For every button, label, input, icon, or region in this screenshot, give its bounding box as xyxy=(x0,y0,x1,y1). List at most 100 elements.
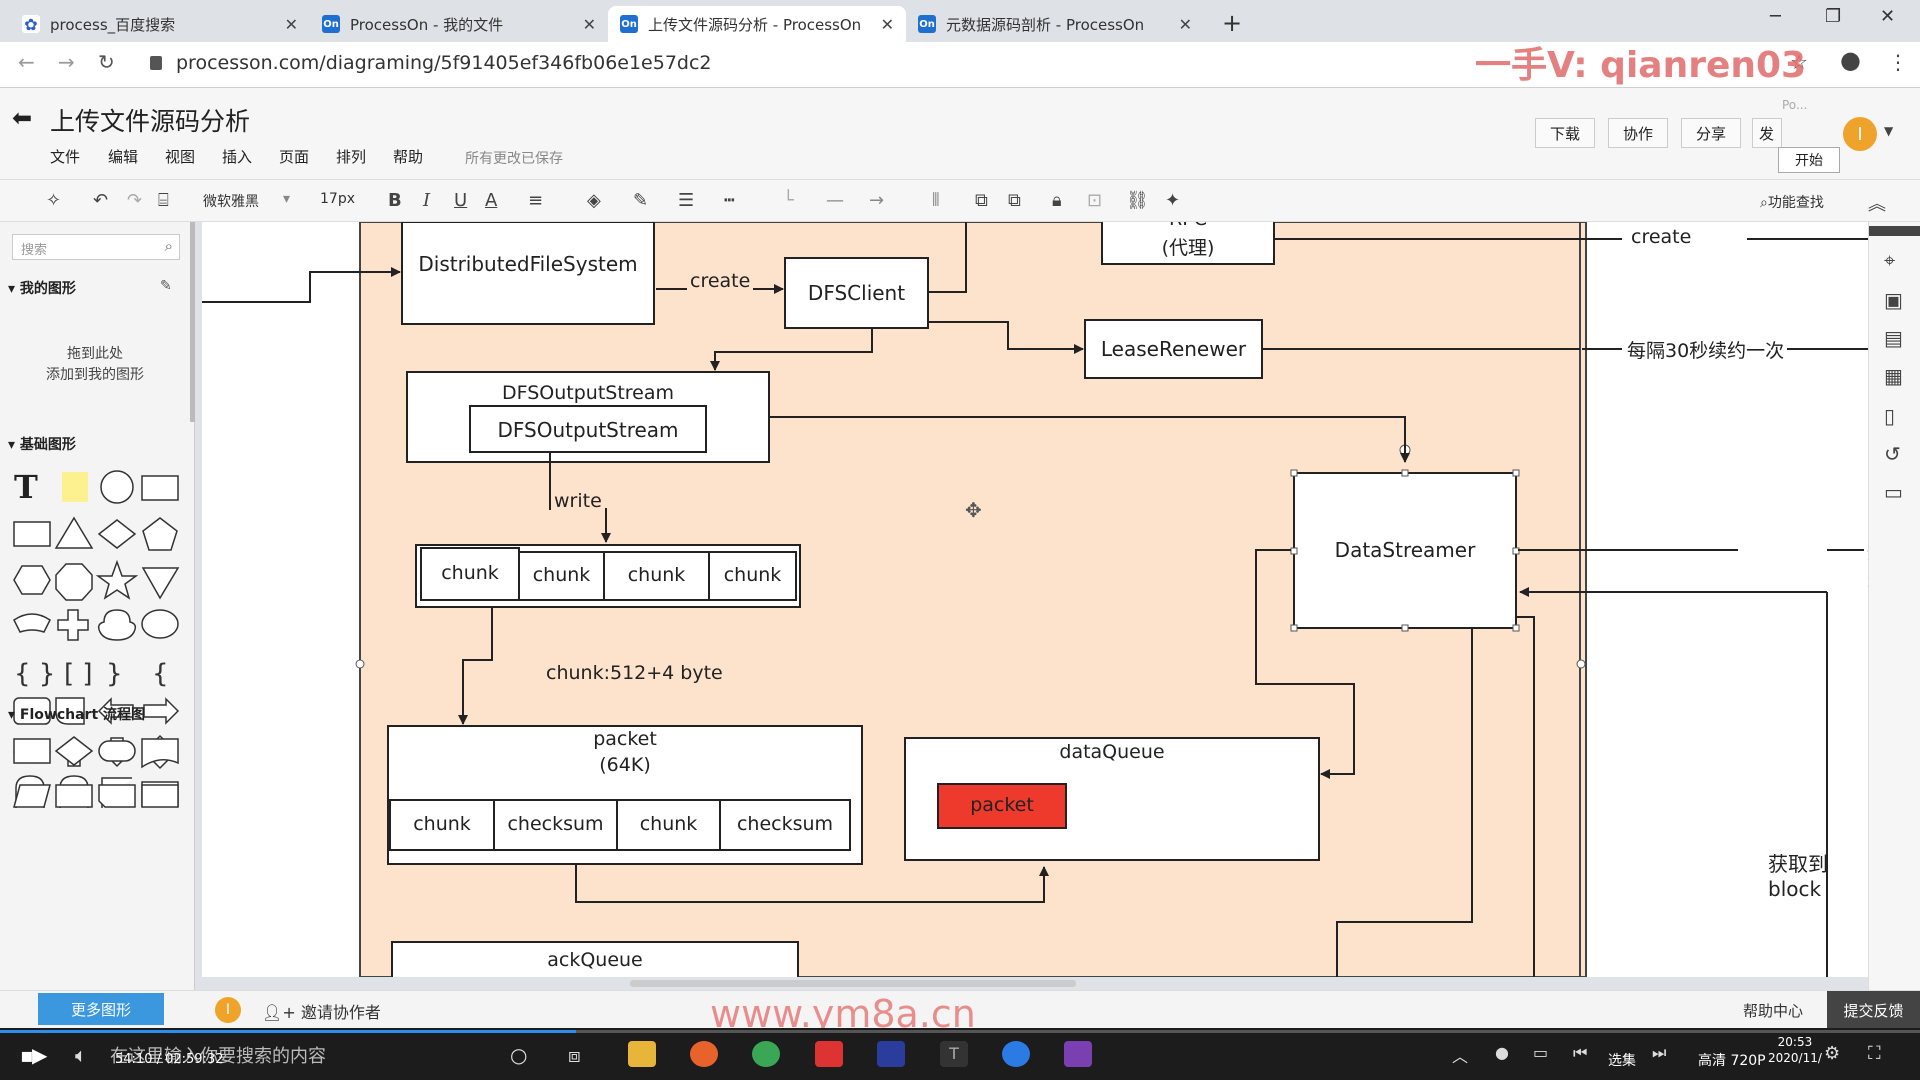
magic-wand-icon[interactable]: ✦ xyxy=(1165,190,1181,211)
bring-front-icon[interactable]: ⧉ xyxy=(975,190,988,211)
app-icon[interactable] xyxy=(1002,1041,1030,1067)
bold-icon[interactable]: B xyxy=(388,190,402,211)
redo-icon[interactable]: ↷ xyxy=(127,190,143,211)
line-end-icon[interactable]: → xyxy=(869,190,885,211)
my-shapes-dropzone[interactable]: 拖到此处 添加到我的图形 xyxy=(30,344,160,386)
function-search[interactable]: ⌕功能查找 xyxy=(1760,192,1824,212)
undo-icon[interactable]: ↶ xyxy=(93,190,109,211)
new-tab-icon[interactable]: + xyxy=(1222,9,1243,37)
format-brush-icon[interactable]: ✧ xyxy=(46,190,62,211)
microphone-icon[interactable]: ● xyxy=(1495,1043,1509,1062)
lock-icon[interactable]: 🔒︎ xyxy=(1052,190,1062,211)
menu-view[interactable]: 视图 xyxy=(165,148,196,166)
chevron-up-icon[interactable]: ︿ xyxy=(1452,1047,1469,1066)
avatar[interactable]: I xyxy=(215,997,241,1023)
video-progress-bar[interactable] xyxy=(0,1030,1920,1033)
settings-gear-icon[interactable]: ⚙ xyxy=(1824,1043,1841,1064)
font-size-select[interactable]: 17px xyxy=(320,191,355,207)
navigator-icon[interactable]: ⌖ xyxy=(1884,248,1896,272)
menu-file[interactable]: 文件 xyxy=(50,148,81,166)
comment-icon[interactable]: ▭ xyxy=(1884,480,1903,504)
menu-page[interactable]: 页面 xyxy=(279,148,310,166)
taskbar-search-hint[interactable]: 在这里输入你要搜索的内容 xyxy=(110,1046,326,1067)
section-my-shapes[interactable]: ▾ 我的图形 xyxy=(8,281,76,297)
file-explorer-icon[interactable] xyxy=(628,1041,656,1067)
close-icon[interactable]: ✕ xyxy=(582,14,596,34)
xmind-icon[interactable] xyxy=(815,1041,843,1067)
help-center-link[interactable]: 帮助中心 xyxy=(1743,1002,1804,1020)
close-window-icon[interactable]: ✕ xyxy=(1880,6,1896,27)
document-title[interactable]: 上传文件源码分析 xyxy=(50,107,251,136)
ide-icon[interactable] xyxy=(877,1041,905,1067)
back-icon[interactable]: ← xyxy=(18,50,35,74)
line-start-icon[interactable]: — xyxy=(826,190,844,211)
align-objects-icon[interactable]: ⫴ xyxy=(932,190,940,211)
volume-icon[interactable]: 🔈︎ xyxy=(75,1043,87,1067)
download-button[interactable]: 下载 xyxy=(1535,118,1596,148)
profile-icon[interactable]: ● xyxy=(1840,46,1861,74)
line-width-icon[interactable]: ☰ xyxy=(678,190,695,211)
firefox-icon[interactable] xyxy=(690,1041,718,1067)
browser-menu-icon[interactable]: ⋮ xyxy=(1888,50,1908,74)
link-icon[interactable]: ⛓ xyxy=(1126,190,1149,211)
font-color-icon[interactable]: A xyxy=(485,190,498,211)
close-icon[interactable]: ✕ xyxy=(880,14,894,34)
previous-icon[interactable]: ⏮ xyxy=(1573,1043,1588,1062)
start-button[interactable]: 开始 xyxy=(1778,147,1840,173)
drawing-app-icon[interactable] xyxy=(1064,1041,1092,1067)
chrome-icon[interactable] xyxy=(752,1041,780,1067)
data-icon[interactable]: ▦ xyxy=(1884,364,1903,388)
avatar[interactable]: I xyxy=(1843,117,1877,151)
paint-format-icon[interactable]: ⌸ xyxy=(158,190,169,211)
diagram-svg[interactable] xyxy=(202,222,1868,977)
play-icon[interactable]: ▶ xyxy=(32,1043,48,1067)
image-icon[interactable]: ▣ xyxy=(1884,288,1903,312)
url-field[interactable]: processon.com/diagraming/5f91405ef346fb0… xyxy=(176,52,712,74)
next-icon[interactable]: ⏭ xyxy=(1652,1043,1667,1062)
section-flowchart[interactable]: ▾ Flowchart 流程图 xyxy=(8,707,146,723)
line-color-icon[interactable]: ✎ xyxy=(633,190,649,211)
episode-select-button[interactable]: 选集 xyxy=(1608,1053,1636,1069)
bookmark-star-icon[interactable]: ☆ xyxy=(1790,50,1808,74)
menu-help[interactable]: 帮助 xyxy=(393,148,424,166)
menu-edit[interactable]: 编辑 xyxy=(108,148,139,166)
share-button[interactable]: 分享 xyxy=(1681,118,1742,148)
section-basic-shapes[interactable]: ▾ 基础图形 xyxy=(8,437,76,453)
line-style-icon[interactable]: ┅ xyxy=(724,190,735,211)
fill-color-icon[interactable]: ◈ xyxy=(587,190,601,211)
feedback-button[interactable]: 提交反馈 xyxy=(1827,991,1920,1029)
back-arrow-icon[interactable]: ⬅ xyxy=(12,104,33,132)
underline-icon[interactable]: U xyxy=(454,190,468,211)
browser-tab[interactable]: On 元数据源码剖析 - ProcessOn ✕ xyxy=(906,6,1204,42)
task-view-icon[interactable]: ⧈ xyxy=(568,1043,581,1067)
forward-icon[interactable]: → xyxy=(58,50,75,74)
italic-icon[interactable]: I xyxy=(423,190,431,211)
close-icon[interactable]: ✕ xyxy=(284,14,298,34)
page-style-icon[interactable]: ▤ xyxy=(1884,326,1903,350)
menu-insert[interactable]: 插入 xyxy=(222,148,253,166)
panel-scrollbar[interactable] xyxy=(190,222,195,422)
publish-button[interactable]: 发 xyxy=(1752,118,1782,148)
browser-tab[interactable]: On ProcessOn - 我的文件 ✕ xyxy=(310,6,608,42)
invite-collaborator-button[interactable]: 👤︎+ 邀请协作者 xyxy=(262,999,381,1023)
send-back-icon[interactable]: ⧉ xyxy=(1008,190,1021,211)
windows-start-icon[interactable]: ▪ xyxy=(20,1043,34,1067)
align-icon[interactable]: ≡ xyxy=(528,190,544,211)
connector-icon[interactable]: └ xyxy=(783,190,794,211)
more-shapes-button[interactable]: 更多图形 xyxy=(38,993,164,1025)
fullscreen-icon[interactable]: ⛶ xyxy=(1868,1043,1881,1064)
collapse-icon[interactable]: ︽ xyxy=(1868,194,1886,215)
shape-search-input[interactable]: 搜索 ⌕ xyxy=(12,234,180,260)
restore-icon[interactable]: ❐ xyxy=(1825,6,1842,27)
page-icon[interactable]: ▯ xyxy=(1884,404,1896,428)
chevron-down-icon[interactable]: ▼ xyxy=(1884,124,1894,138)
flowchart-shapes-grid[interactable] xyxy=(0,727,190,837)
close-icon[interactable]: ✕ xyxy=(1178,14,1192,34)
cortana-icon[interactable]: ○ xyxy=(510,1043,528,1067)
edit-icon[interactable]: ✎ xyxy=(160,278,172,294)
minimize-icon[interactable]: ─ xyxy=(1770,6,1781,27)
browser-tab-active[interactable]: On 上传文件源码分析 - ProcessOn ✕ xyxy=(608,6,906,42)
menu-arrange[interactable]: 排列 xyxy=(336,148,367,166)
font-family-select[interactable]: 微软雅黑 xyxy=(203,194,259,210)
diagram-canvas[interactable]: DistributedFileSystem DFSClient RPC (代理)… xyxy=(202,222,1868,977)
